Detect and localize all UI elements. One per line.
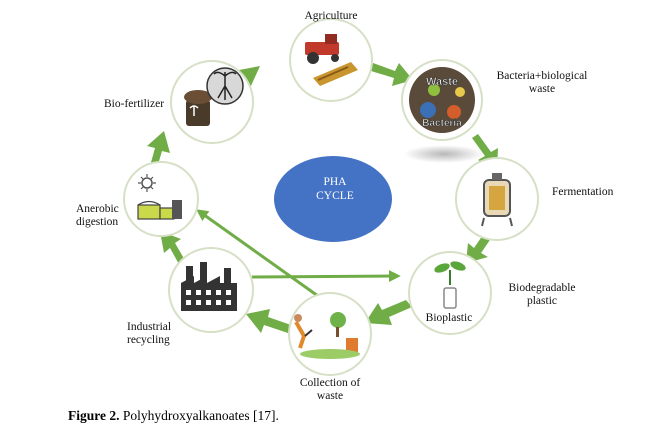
person-collecting-icon — [294, 314, 313, 349]
node-agriculture — [289, 18, 373, 102]
bacteria-shadow — [404, 145, 484, 163]
center-label-line1: PHA — [323, 176, 347, 188]
caption-bold: Figure 2. — [68, 408, 120, 423]
factory-icon — [181, 262, 237, 311]
center-label-line2: CYCLE — [316, 190, 354, 203]
bioplastic-label: Bioplastic — [426, 312, 473, 324]
label-anerobic: Anerobic digestion — [76, 203, 119, 229]
fertilizer-bag-icon — [184, 90, 212, 126]
ground-icon — [300, 349, 360, 359]
arrow-collection-to-anerobic — [196, 209, 319, 298]
label-collection: Collection of waste — [299, 377, 361, 403]
label-industrial: Industrial recycling — [127, 321, 172, 347]
figure-caption: Figure 2. Polyhydroxyalkanoates [17]. — [68, 408, 279, 424]
label-agriculture: Agriculture — [304, 10, 358, 22]
node-biodegradable: Bioplastic — [408, 251, 492, 335]
arrow-anerobic-to-biofertilizer — [147, 131, 170, 168]
node-biofertilizer — [170, 60, 254, 144]
arrow-collection-to-industrial — [246, 309, 291, 333]
arrow-industrial-to-anerobic — [160, 231, 186, 266]
arrow-bioplastic-to-collection — [365, 300, 412, 325]
node-collection — [288, 292, 372, 376]
label-biofertilizer: Bio-fertilizer — [104, 98, 165, 110]
sprout-bottle-icon — [434, 261, 466, 309]
label-biodegradable: Biodegradable plastic — [508, 282, 576, 308]
node-fermentation — [455, 157, 539, 241]
tractor-icon — [305, 34, 339, 64]
badge-waste: Waste — [426, 76, 458, 88]
badge-bacteria: Bacteria — [422, 118, 462, 129]
plant-roots-icon — [206, 67, 244, 105]
digester-tanks-icon — [137, 200, 182, 220]
center-label: PHA CYCLE — [290, 175, 380, 204]
caption-text: Polyhydroxyalkanoates [17]. — [119, 408, 279, 423]
recycle-bin-icon — [346, 338, 358, 352]
label-fermentation: Fermentation — [552, 186, 614, 198]
tree-icon — [330, 312, 346, 328]
node-bacteria: Waste Bacteria — [401, 59, 483, 141]
harvest-icon — [313, 62, 358, 86]
arrow-agriculture-to-bacteria — [371, 63, 413, 86]
node-anerobic — [123, 161, 199, 237]
pha-cycle-center — [274, 156, 392, 242]
fermenter-icon — [481, 173, 513, 227]
node-industrial — [168, 247, 254, 333]
sun-icon — [138, 174, 156, 192]
arrow-industrial-to-bioplastic — [251, 270, 401, 283]
label-bacteria: Bacteria+biological waste — [496, 70, 588, 96]
